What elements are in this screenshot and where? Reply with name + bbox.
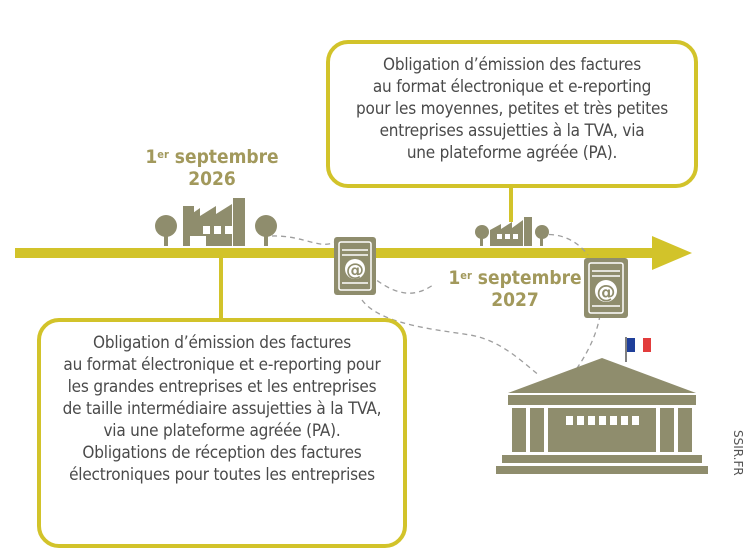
description-line: entreprises assujetties à la TVA, via <box>379 121 645 141</box>
description-line: électroniques pour toutes les entreprise… <box>69 465 375 485</box>
factory-icon <box>155 198 277 246</box>
french-flag-icon <box>627 338 635 352</box>
factory-icon <box>475 217 549 246</box>
description-line: les grandes entreprises et les entrepris… <box>67 377 377 397</box>
description-line: Obligations de réception des factures <box>82 443 362 463</box>
milestone-date-2027: 1er septembre 2027 <box>444 267 586 311</box>
description-line: une plateforme agréée (PA). <box>406 143 618 163</box>
connector-2027 <box>509 188 513 222</box>
government-building-icon <box>496 337 708 474</box>
description-line: Obligation d’émission des factures <box>93 333 351 353</box>
description-line: pour les moyennes, petites et très petit… <box>356 99 668 119</box>
connector-2026 <box>219 258 223 320</box>
description-line: au format électronique et e-reporting po… <box>63 355 381 375</box>
e-invoice-document-icon: @ <box>584 258 628 318</box>
description-line: au format électronique et e-reporting <box>372 77 652 97</box>
milestone-date-2026: 1er septembre 2026 <box>143 146 281 190</box>
e-invoice-document-icon: @ <box>334 237 376 295</box>
timeline-illustration: @ @ <box>15 188 708 474</box>
milestone-year: 2026 <box>188 168 236 190</box>
dashed-path <box>539 233 589 256</box>
dashed-path <box>369 274 434 294</box>
dashed-path <box>271 235 339 245</box>
description-line: de taille intermédiaire assujetties à la… <box>62 399 382 419</box>
timeline-arrowhead <box>652 236 692 270</box>
milestone-description-2027: Obligation d’émission des factures au fo… <box>326 40 698 188</box>
at-symbol: @ <box>597 281 616 303</box>
source-credit: SSIR.FR <box>731 430 745 476</box>
description-line: via une plateforme agréée (PA). <box>103 421 341 441</box>
milestone-description-2026: Obligation d’émission des factures au fo… <box>37 318 407 548</box>
dashed-path <box>361 299 541 377</box>
at-symbol: @ <box>346 260 364 281</box>
milestone-year: 2027 <box>491 289 539 311</box>
description-line: Obligation d’émission des factures <box>383 55 641 75</box>
